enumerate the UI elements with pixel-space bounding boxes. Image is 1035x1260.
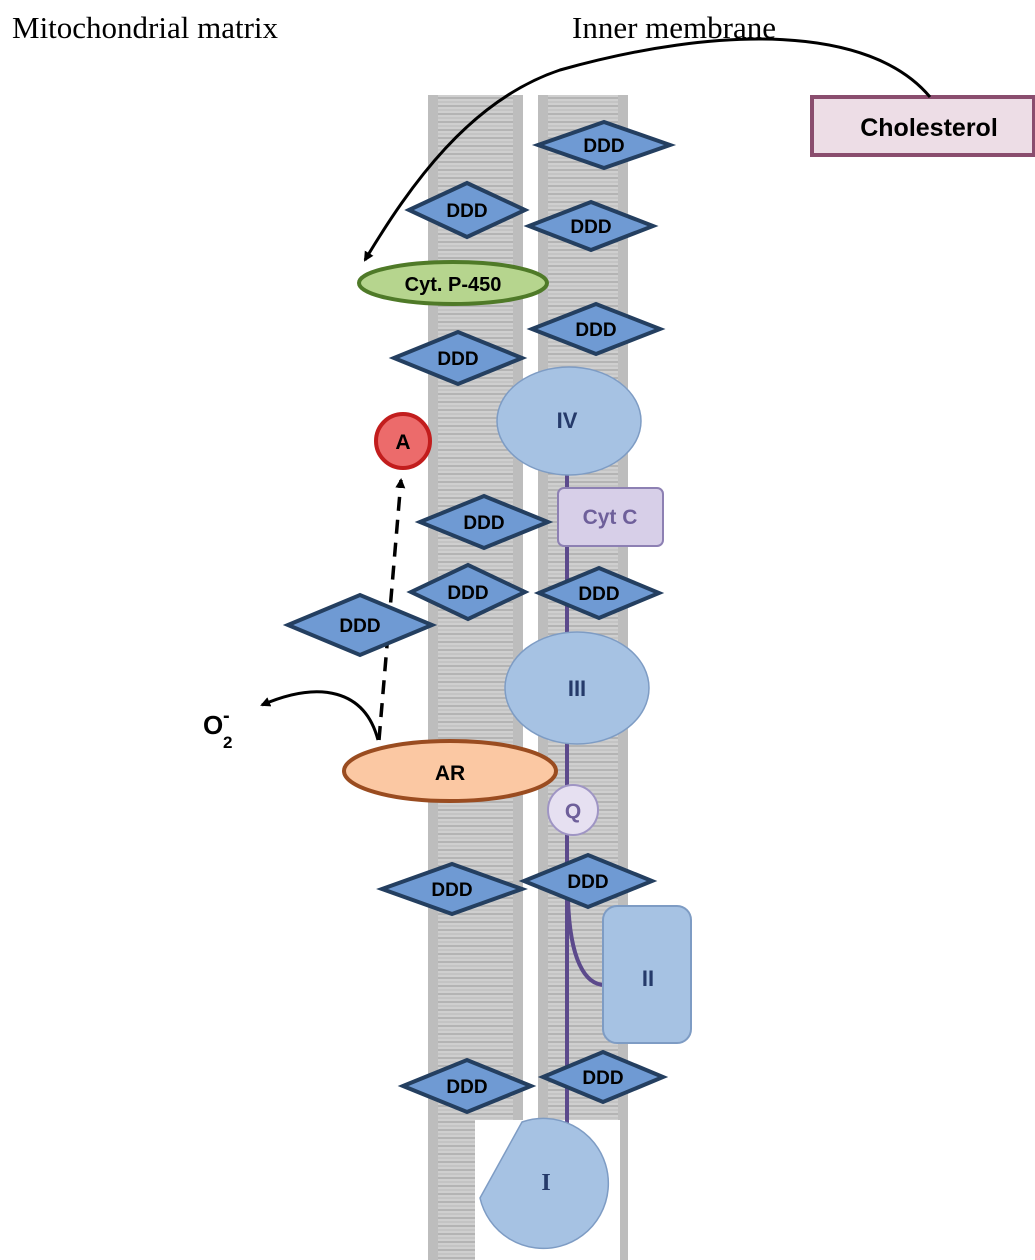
cholesterol-arrow [363, 37, 932, 262]
superoxide-label: O 2 - [203, 705, 232, 752]
q-label: Q [565, 800, 581, 823]
matrix-label: Mitochondrial matrix [12, 10, 279, 45]
ddd-molecule: DDD [376, 861, 528, 917]
ar-to-a-dashed-arrow [377, 478, 406, 741]
ddd-molecule: DDD [537, 1049, 669, 1105]
ddd-diamond [523, 199, 659, 253]
ddd-label: DDD [339, 616, 380, 637]
ddd-molecule: DDD [397, 1057, 537, 1115]
ddd-molecule: DDD [414, 493, 554, 551]
ar-label: AR [435, 762, 465, 785]
ddd-label: DDD [447, 583, 488, 604]
ddd-layer: DDD DDD DDD DDD DDD DDD DDD DDD DDD DDD DDD DDD DDD [282, 119, 677, 1115]
cholesterol-box: Cholesterol [810, 95, 1035, 157]
ddd-label: DDD [437, 349, 478, 370]
ddd-label: DDD [431, 880, 472, 901]
cyt-p450: Cyt. P-450 [357, 260, 549, 306]
ddd-molecule: DDD [406, 562, 530, 622]
a-molecule: A [374, 412, 432, 470]
complex-ii: II [602, 905, 692, 1044]
ddd-label: DDD [578, 584, 619, 605]
complex-i-label: I [541, 1170, 550, 1196]
ddd-molecule: DDD [531, 119, 677, 171]
complex-ii-connector [566, 899, 606, 987]
ddd-diamond [414, 493, 554, 551]
ddd-diamond [376, 861, 528, 917]
complex-iii: III [504, 631, 650, 745]
ddd-molecule: DDD [282, 592, 438, 658]
svg-text:-: - [223, 705, 230, 727]
ar-enzyme: AR [342, 739, 558, 803]
ddd-diamond [282, 592, 438, 658]
cyt-c-label: Cyt C [583, 506, 638, 529]
ddd-molecule: DDD [523, 199, 659, 253]
ddd-diamond [404, 180, 530, 240]
ddd-molecule: DDD [518, 852, 658, 910]
complex-iv: IV [496, 366, 642, 476]
ddd-diamond [388, 329, 528, 387]
ubiquinone-q: Q [547, 784, 599, 836]
ddd-label: DDD [567, 872, 608, 893]
ddd-label: DDD [446, 201, 487, 222]
ddd-diamond [537, 1049, 669, 1105]
ddd-diamond [397, 1057, 537, 1115]
ddd-diamond [406, 562, 530, 622]
a-label: A [395, 431, 410, 454]
ddd-molecule: DDD [533, 565, 665, 621]
ddd-molecule: DDD [526, 301, 666, 357]
ddd-molecule: DDD [404, 180, 530, 240]
ddd-diamond [518, 852, 658, 910]
complex-iii-label: III [568, 676, 586, 701]
ddd-label: DDD [446, 1077, 487, 1098]
ddd-diamond [533, 565, 665, 621]
svg-text:O: O [203, 710, 223, 740]
complex-ii-label: II [642, 966, 654, 991]
ddd-label: DDD [463, 513, 504, 534]
ddd-label: DDD [582, 1068, 623, 1089]
complex-i: I [479, 1117, 610, 1250]
complex-iv-label: IV [557, 408, 578, 433]
ddd-diamond [526, 301, 666, 357]
superoxide-arrow [260, 690, 380, 741]
ddd-label: DDD [575, 320, 616, 341]
cholesterol-label: Cholesterol [860, 114, 998, 142]
svg-text:2: 2 [223, 733, 232, 752]
ddd-diamond [531, 119, 677, 171]
cyt-c: Cyt C [557, 487, 664, 547]
ddd-label: DDD [570, 217, 611, 238]
ddd-molecule: DDD [388, 329, 528, 387]
ddd-label: DDD [583, 136, 624, 157]
cyt-p450-label: Cyt. P-450 [405, 274, 502, 296]
